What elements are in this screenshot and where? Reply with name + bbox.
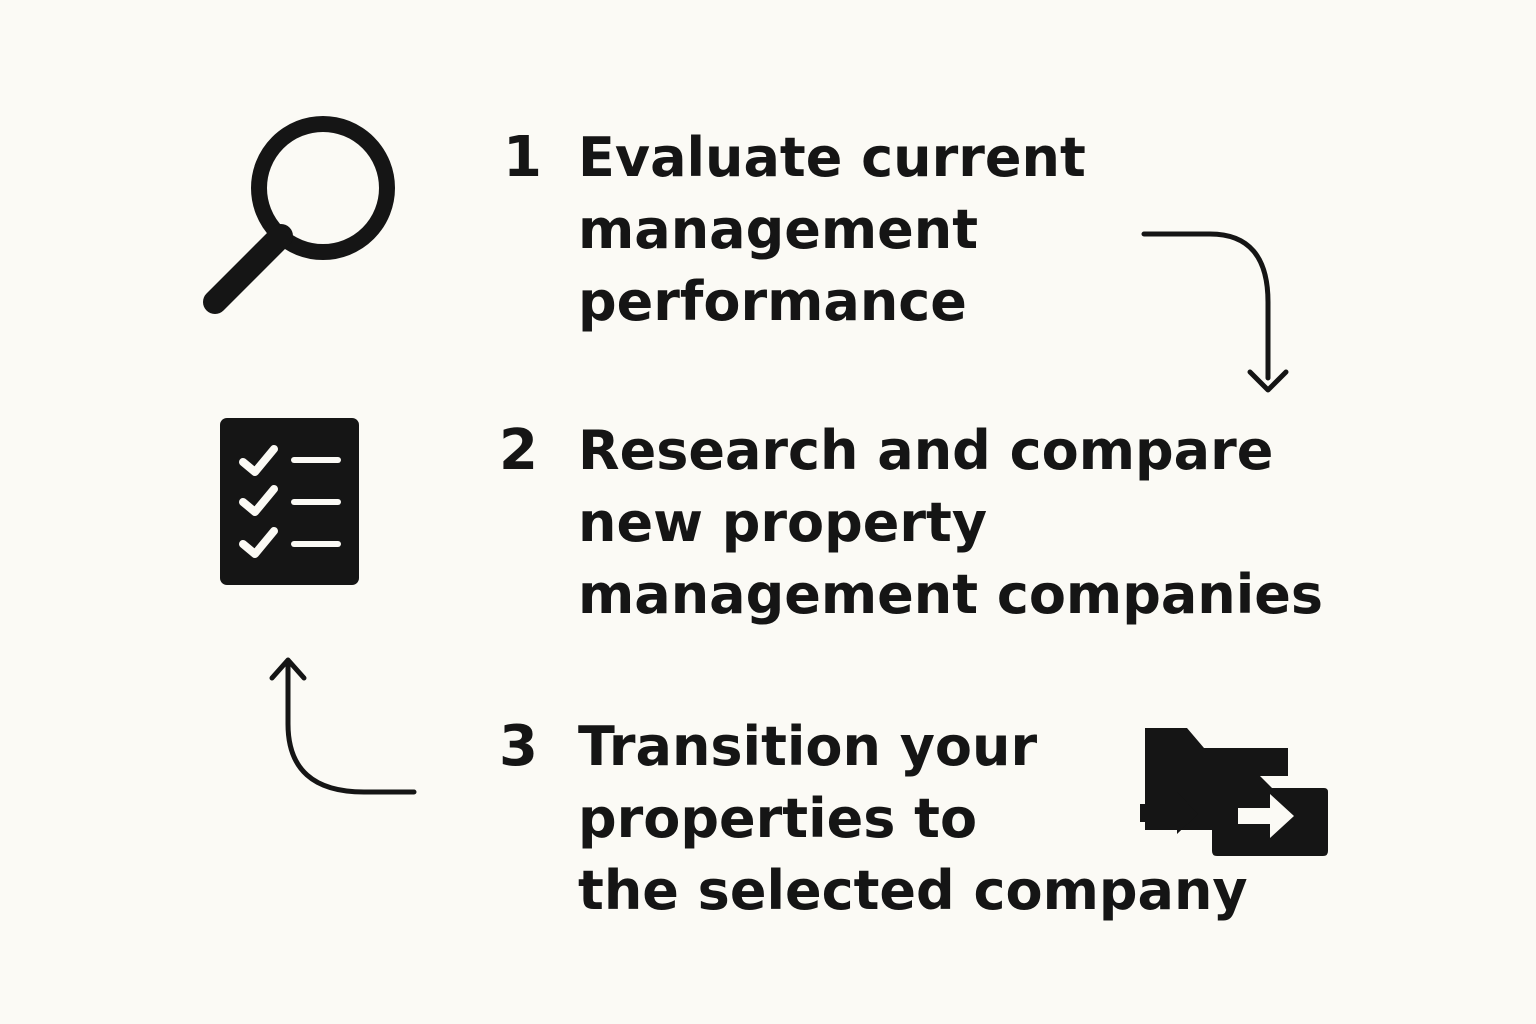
- step-line: management: [578, 198, 979, 261]
- step-number: 2: [499, 418, 538, 483]
- step-text: Evaluate current management performance: [578, 122, 1086, 338]
- curved-arrow-down: [1141, 231, 1289, 393]
- step-line: properties to: [578, 787, 978, 850]
- step-line: Research and compare: [578, 419, 1274, 482]
- step-line: management companies: [578, 563, 1324, 626]
- step-line: Transition your: [578, 715, 1038, 778]
- step-text: Transition your properties to the select…: [578, 711, 1248, 927]
- step-number: 3: [499, 714, 538, 779]
- step-number: 1: [503, 125, 542, 190]
- step-line: the selected company: [578, 859, 1248, 922]
- curved-arrow-up: [269, 657, 417, 795]
- checklist-icon: [220, 418, 359, 585]
- magnifying-glass-icon: [203, 116, 395, 314]
- step-line: Evaluate current: [578, 126, 1086, 189]
- step-line: performance: [578, 270, 967, 333]
- folder-transfer-icon: [1140, 728, 1328, 856]
- step-line: new property: [578, 491, 988, 554]
- step-text: Research and compare new property manage…: [578, 415, 1323, 631]
